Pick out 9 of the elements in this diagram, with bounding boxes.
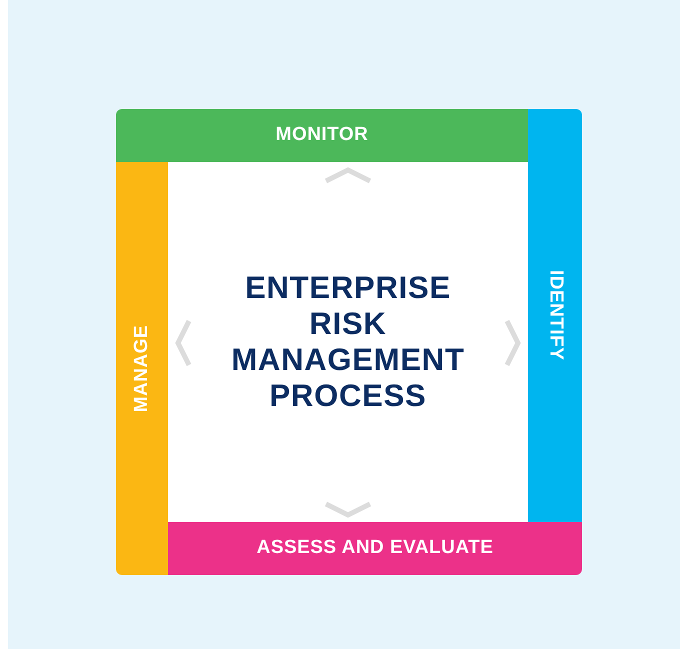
stage-label: ENTERPRISE RISK MANAGEMENT PROCESS xyxy=(230,270,466,414)
stage-band xyxy=(116,162,168,575)
stage-label: MANAGE xyxy=(130,324,153,412)
stage-label: IDENTIFY xyxy=(544,270,568,361)
stage-label: MONITOR xyxy=(276,123,368,148)
stage-band xyxy=(116,109,528,162)
stage-band xyxy=(528,109,582,522)
stage-band xyxy=(168,522,582,575)
stage-label: ASSESS AND EVALUATE xyxy=(256,536,494,560)
